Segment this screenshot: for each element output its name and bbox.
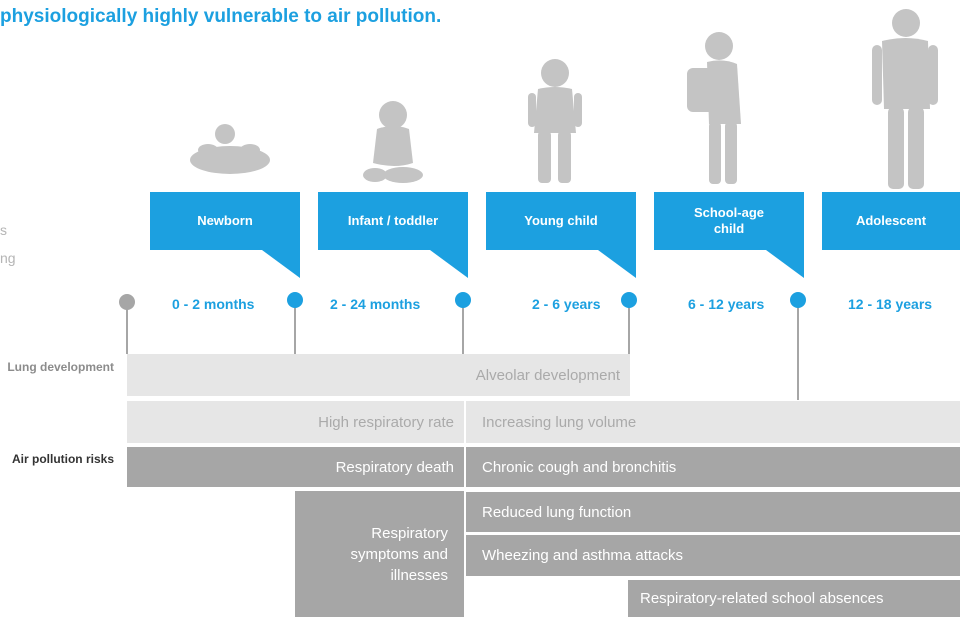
stage-label: Adolescent (855, 213, 927, 228)
timeline-line (797, 306, 799, 400)
bar-label: Alveolar development (475, 366, 620, 384)
page-title: physiologically highly vulnerable to air… (0, 6, 442, 27)
timeline-line (462, 306, 464, 354)
timeline-line (126, 306, 128, 354)
age-label: 6 - 12 years (688, 296, 765, 312)
stage-box-newborn: Newborn (150, 192, 300, 250)
bar-label: Wheezing and asthma attacks (482, 547, 683, 564)
bar-label: Reduced lung function (482, 503, 632, 521)
stage-box-school-age: School-age child (654, 192, 804, 250)
bar-wheezing-asthma: Wheezing and asthma attacks (466, 535, 960, 576)
bar-respiratory-death: Respiratory death (127, 447, 464, 487)
stage-label: School-age child (693, 205, 765, 236)
stage-tail (430, 250, 468, 278)
bar-alveolar-development: Alveolar development (127, 354, 630, 396)
stage-label: Young child (524, 213, 598, 228)
bar-label: Respiratory-related school absences (640, 590, 884, 607)
young-child-silhouette-icon (528, 59, 582, 183)
bar-label: Respiratory symptoms and illnesses (350, 524, 448, 584)
stage-tail (598, 250, 636, 278)
bar-school-absences: Respiratory-related school absences (628, 580, 960, 617)
stage-tail (766, 250, 804, 278)
bar-label: Increasing lung volume (482, 413, 637, 431)
cut-text-1: s (0, 222, 7, 238)
infant-silhouette-icon (363, 101, 423, 183)
bar-label: High respiratory rate (318, 413, 454, 431)
cut-text-2: ng (0, 250, 16, 266)
age-label: 12 - 18 years (848, 296, 933, 312)
stage-box-adolescent: Adolescent (822, 192, 960, 250)
timeline-dot (455, 292, 471, 308)
timeline-dot (621, 292, 637, 308)
bar-increasing-lung-volume: Increasing lung volume (466, 401, 960, 443)
adolescent-silhouette-icon (872, 9, 938, 189)
timeline-dot (287, 292, 303, 308)
timeline-dot-start (119, 294, 135, 310)
bar-reduced-lung-function: Reduced lung function (466, 492, 960, 532)
timeline-line (294, 306, 296, 354)
age-label: 0 - 2 months (172, 296, 255, 312)
age-label: 2 - 6 years (532, 296, 601, 312)
bar-high-respiratory-rate: High respiratory rate (127, 401, 464, 443)
row-label-lung-development: Lung development (7, 360, 114, 374)
stage-box-young-child: Young child (486, 192, 636, 250)
newborn-silhouette-icon (190, 124, 270, 174)
timeline-line (628, 306, 630, 354)
bar-label: Respiratory death (335, 458, 454, 476)
age-label: 2 - 24 months (330, 296, 421, 312)
stage-label: Newborn (197, 213, 253, 228)
bar-label: Chronic cough and bronchitis (482, 458, 677, 476)
bar-respiratory-symptoms: Respiratory symptoms and illnesses (295, 491, 464, 617)
school-child-silhouette-icon (687, 32, 741, 184)
stage-tail (262, 250, 300, 278)
stage-box-infant: Infant / toddler (318, 192, 468, 250)
timeline-dot (790, 292, 806, 308)
bar-chronic-cough: Chronic cough and bronchitis (466, 447, 960, 487)
stage-label: Infant / toddler (347, 213, 439, 228)
row-label-air-pollution-risks: Air pollution risks (11, 452, 114, 466)
